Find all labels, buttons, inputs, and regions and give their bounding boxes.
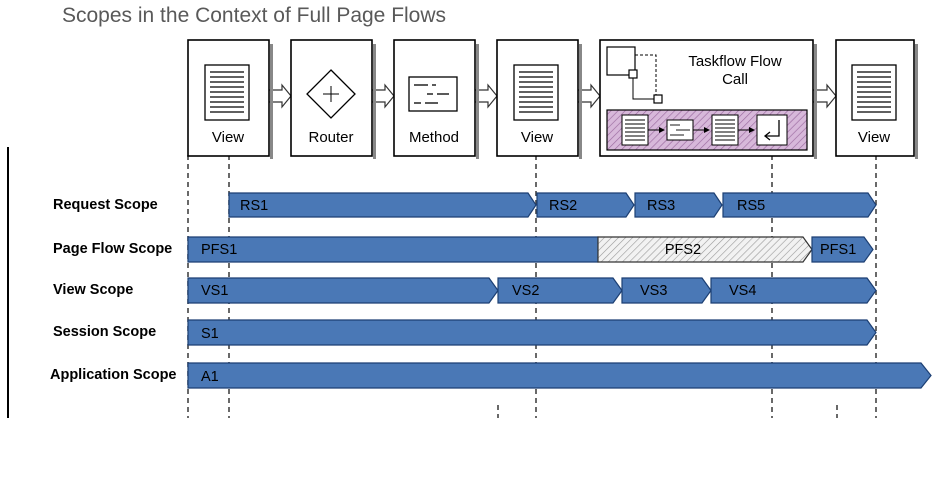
segment-label-rs1: RS1 [240,198,268,214]
segment-label-pfs1-return: PFS1 [820,242,856,258]
scope-bar-pfs1-return [811,236,874,263]
segment-label-rs5: RS5 [737,198,765,214]
node-label: Method [409,129,459,146]
scope-bar-pfs2 [597,236,813,263]
segment-label-pfs2: PFS2 [665,242,701,258]
scope-bar-vs4 [710,277,877,304]
segment-label-a1: A1 [201,369,219,385]
row-label-view: View Scope [53,282,133,298]
segment-label-vs2: VS2 [512,283,539,299]
scope-bar-pfs1 [187,236,599,263]
segment-label-vs4: VS4 [729,283,756,299]
scope-bar-rs5 [722,192,877,218]
method-icon [408,76,458,112]
scope-bar-s1 [187,319,877,346]
segment-label-vs1: VS1 [201,283,228,299]
scope-bar-rs3 [634,192,723,218]
document-icon [204,64,250,121]
taskflow-label-line2: Call [722,71,748,88]
node-label: View [212,129,244,146]
diagram-title: Scopes in the Context of Full Page Flows [62,4,447,27]
row-label-pageflow: Page Flow Scope [53,241,172,257]
document-icon [513,64,559,121]
scope-bar-a1 [187,362,932,389]
scope-bar-rs1 [228,192,537,218]
node-label: View [521,129,553,146]
scope-bar-vs3 [621,277,712,304]
segment-label-rs3: RS3 [647,198,675,214]
segment-label-rs2: RS2 [549,198,577,214]
view-node-1: View [187,39,273,159]
method-node: Method [393,39,479,159]
embedded-taskflow-panel [606,109,808,151]
taskflow-call-node: Taskflow Flow Call [599,39,817,159]
row-label-request: Request Scope [53,197,158,213]
view-node-2: View [496,39,582,159]
row-labels: Request Scope Page Flow Scope View Scope… [50,197,177,383]
document-icon [851,64,897,121]
router-node: Router [290,39,376,159]
taskflow-icon [606,46,663,104]
node-label: Router [308,129,353,146]
request-scope-bars [228,192,877,218]
row-label-application: Application Scope [50,367,177,383]
segment-label-s1: S1 [201,326,219,342]
row-label-session: Session Scope [53,324,156,340]
scope-bar-rs2 [536,192,635,218]
pageflow-scope-bars [187,236,874,263]
scope-bar-vs1 [187,277,499,304]
segment-label-vs3: VS3 [640,283,667,299]
segment-label-pfs1: PFS1 [201,242,237,258]
view-scope-bars [187,277,877,304]
taskflow-label-line1: Taskflow Flow [688,53,782,70]
router-diamond-icon [306,69,356,119]
scope-bar-vs2 [497,277,623,304]
node-label: View [858,129,890,146]
view-node-3: View [835,39,918,159]
